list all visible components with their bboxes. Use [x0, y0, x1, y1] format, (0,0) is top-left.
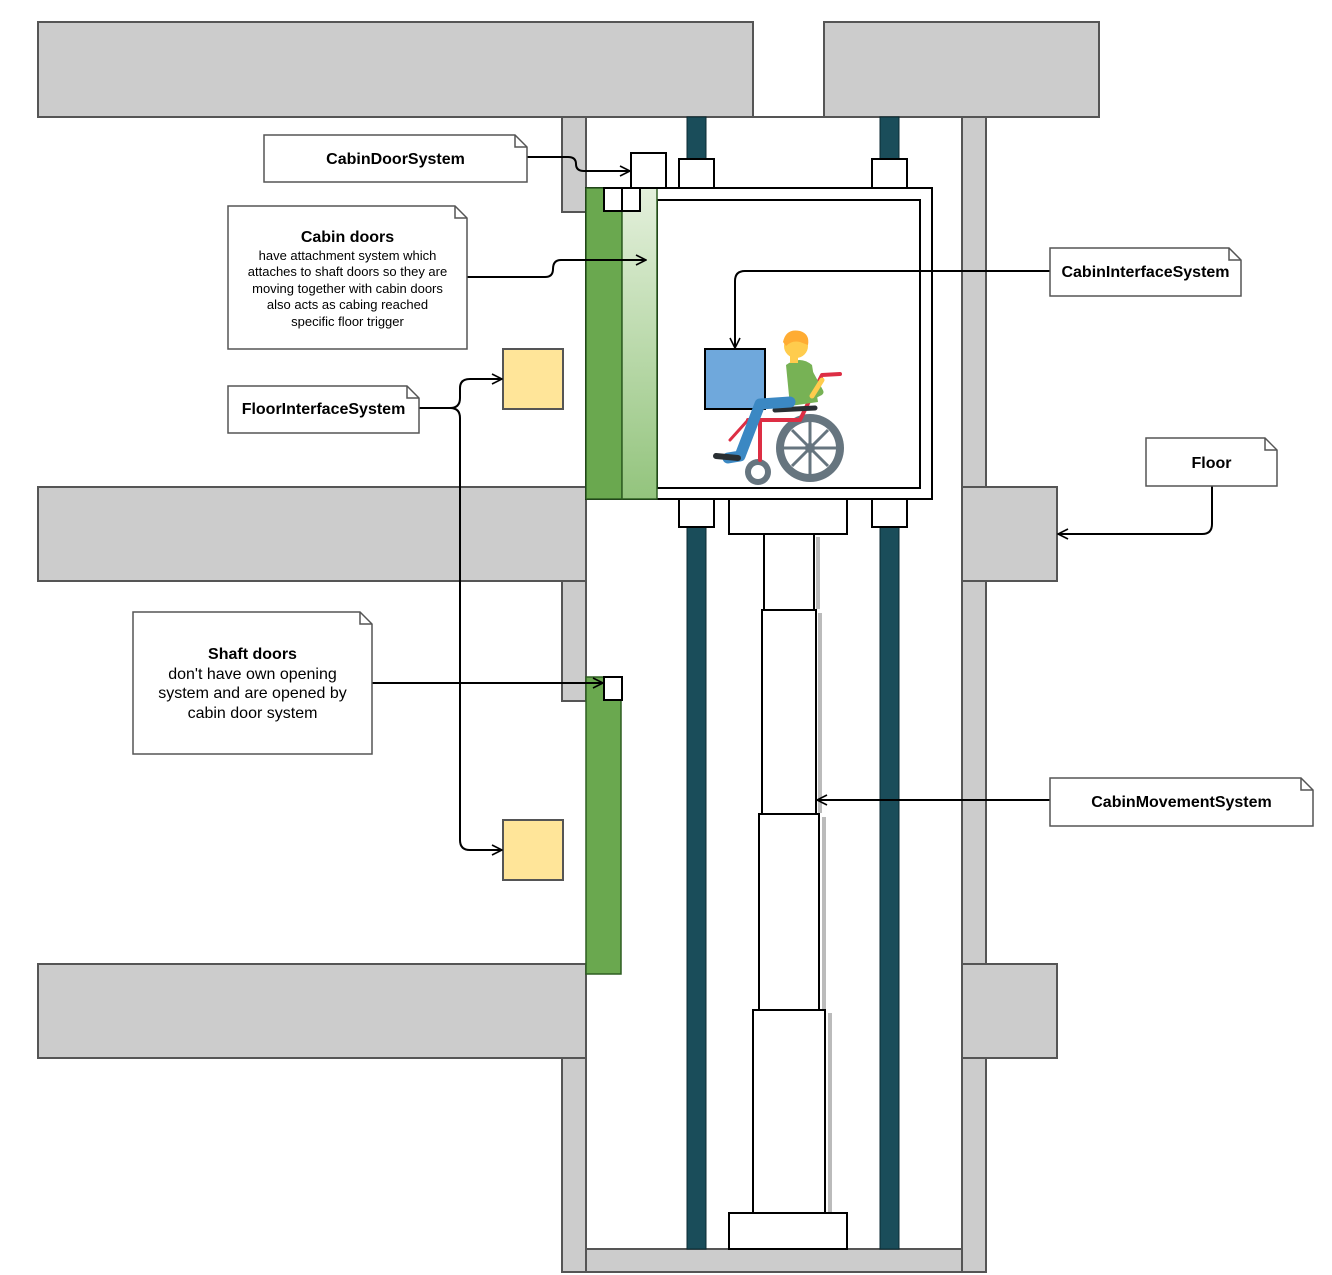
connector-floor-interface-upper [419, 379, 502, 409]
shaft-door-lower [585, 676, 623, 975]
note-cabin-doors-title: Cabin doors [301, 229, 394, 246]
rail-left-bottom [686, 526, 707, 1250]
piston-stage-3 [758, 813, 820, 1011]
shaft-wall-right-lower [961, 1057, 987, 1273]
note-shaft-doors: Shaft doors don't have own opening syste… [132, 611, 373, 755]
guide-shoes [678, 158, 908, 528]
shaft-door-panel [585, 676, 622, 975]
cabin-door-inner [621, 187, 658, 500]
rail-left-top [686, 116, 707, 161]
building-structure [37, 21, 1100, 1273]
piston-stage-1 [763, 533, 815, 611]
connectors [372, 156, 1213, 850]
guide-rails [686, 116, 900, 1250]
connector-cabin-doors [467, 260, 646, 278]
guide-shoe-top-left [678, 158, 715, 189]
note-cabin-movement-system-title: CabinMovementSystem [1091, 794, 1272, 811]
elevator-cabin [585, 152, 933, 500]
shaft-wall-right-mid [961, 580, 987, 965]
note-shaft-doors-line-3: cabin door system [188, 705, 318, 722]
note-shaft-doors-line-1: don't have own opening [168, 666, 337, 683]
cabin-door-outer [585, 187, 623, 500]
shaft-wall-left-mid [561, 580, 587, 702]
note-floor-interface-system: FloorInterfaceSystem [227, 385, 420, 434]
piston-base [728, 1212, 848, 1250]
note-shaft-doors-line-2: system and are opened by [158, 685, 347, 702]
note-floor: Floor [1145, 437, 1278, 487]
connector-floor-interface-lower [419, 407, 502, 850]
cabin-door-attachment-right [621, 187, 641, 212]
cabin-interface-panel [704, 348, 766, 410]
note-floor-title: Floor [1192, 455, 1232, 472]
floor-slab-left-1 [37, 486, 587, 582]
note-cabin-doors-line-3: moving together with cabin doors [252, 281, 443, 296]
connector-floor [1058, 486, 1213, 534]
note-cabin-interface-system: CabinInterfaceSystem [1049, 247, 1242, 297]
floor-slab-left-2 [37, 963, 587, 1059]
note-cabin-doors-line-5: specific floor trigger [291, 314, 404, 329]
cabin-door-attachment-left [603, 187, 623, 212]
floor-slab-right-2 [961, 963, 1058, 1059]
floor-slab-right-1 [961, 486, 1058, 582]
shaft-bottom [585, 1248, 963, 1273]
person-in-wheelchair-icon [713, 330, 844, 485]
note-cabin-door-system: CabinDoorSystem [263, 134, 528, 183]
top-slab-right [823, 21, 1100, 118]
guide-shoe-bottom-right [871, 498, 908, 528]
floor-button-lower [502, 819, 564, 881]
top-slab-left [37, 21, 754, 118]
shaft-wall-left-lower [561, 1057, 587, 1273]
note-cabin-movement-system: CabinMovementSystem [1049, 777, 1314, 827]
note-shaft-doors-title: Shaft doors [208, 646, 297, 663]
piston-stage-4 [752, 1009, 826, 1214]
note-cabin-doors-line-1: have attachment system which [259, 248, 437, 263]
piston-stage-2 [761, 609, 817, 815]
shaft-wall-right-upper [961, 116, 987, 488]
floor-button-upper [502, 348, 564, 410]
cabin-door-motor [630, 152, 667, 189]
note-cabin-doors-line-2: attaches to shaft doors so they are [248, 264, 447, 279]
shaft-wall-left-upper [561, 116, 587, 213]
shaft-door-attachment [603, 676, 623, 701]
note-cabin-doors: Cabin doors have attachment system which… [227, 205, 468, 350]
guide-shoe-top-right [871, 158, 908, 189]
cabin-movement-piston [728, 498, 848, 1250]
note-cabin-interface-system-title: CabinInterfaceSystem [1061, 264, 1229, 281]
note-cabin-door-system-title: CabinDoorSystem [326, 151, 465, 168]
rail-right-bottom [879, 526, 900, 1250]
piston-head [728, 498, 848, 535]
connector-cabin-door-system [527, 156, 630, 171]
note-cabin-doors-line-4: also acts as cabing reached [267, 297, 428, 312]
note-floor-interface-system-title: FloorInterfaceSystem [242, 401, 406, 418]
rail-right-top [879, 116, 900, 161]
guide-shoe-bottom-left [678, 498, 715, 528]
connector-cabin-interface [735, 270, 1050, 348]
